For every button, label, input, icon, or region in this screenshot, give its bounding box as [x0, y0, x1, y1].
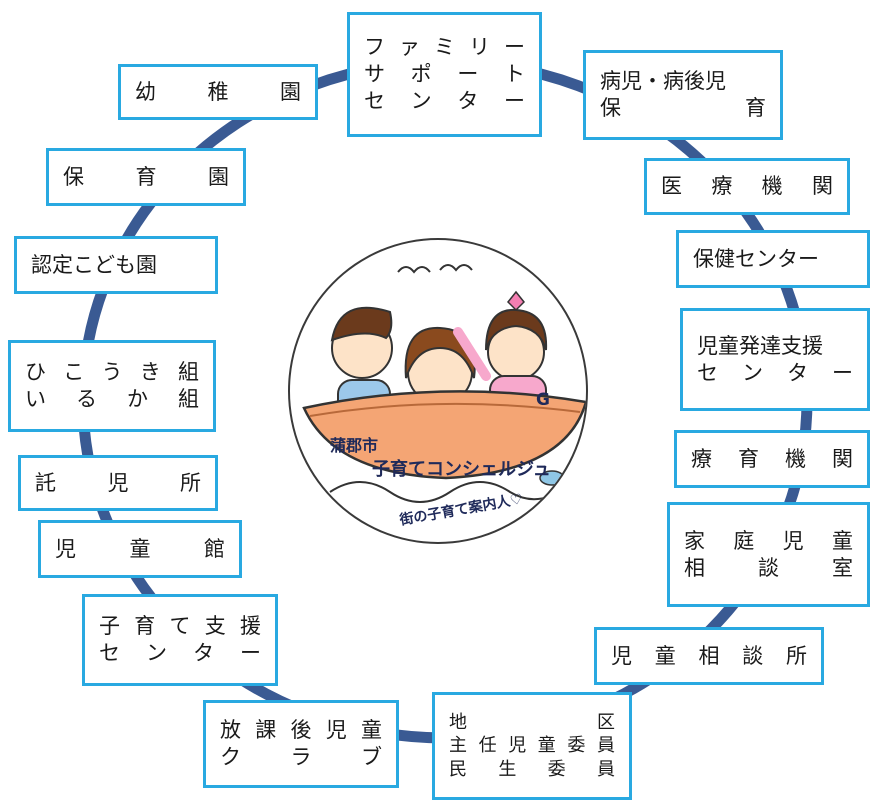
node-line: 幼稚園	[135, 79, 301, 104]
node-hikouki-iruka-groups: ひこうき組 いるか組	[8, 340, 216, 432]
node-child-development-support-center: 児童発達支援 センター	[680, 308, 870, 411]
node-line: 保育	[600, 96, 766, 120]
node-line: 児童相談所	[611, 643, 807, 668]
node-daycare-facility: 託児所	[18, 455, 218, 511]
node-line: サポート	[364, 62, 525, 87]
node-line: センター	[697, 360, 853, 385]
node-nursery-school: 保育園	[46, 148, 246, 206]
node-line: 子育て支援	[99, 614, 261, 639]
node-medical-institution: 医療機関	[644, 158, 850, 215]
logo-subtitle: 子育てコンシェルジュ	[372, 459, 551, 480]
node-line: 保育園	[63, 164, 229, 189]
node-line: 病児・病後児	[600, 69, 726, 94]
node-childrens-hall: 児童館	[38, 520, 242, 578]
node-line: 児童発達支援	[697, 333, 823, 358]
node-line: 医療機関	[661, 174, 833, 199]
node-kindergarten: 幼稚園	[118, 64, 318, 120]
node-certified-kodomoen: 認定こども園	[14, 236, 218, 294]
node-sick-child-care: 病児・病後児 保育	[583, 50, 783, 140]
node-line: 相談室	[684, 555, 853, 580]
logo-title: 蒲郡市	[330, 436, 379, 455]
node-line: 民生委員	[449, 758, 615, 780]
node-line: 児童館	[55, 536, 225, 561]
node-family-support-center: ファミリー サポート センター	[347, 12, 542, 137]
node-line: 保健センター	[693, 246, 819, 271]
node-line: 家庭児童	[684, 528, 853, 553]
node-after-school-club: 放課後児童 クラブ	[203, 700, 399, 788]
node-line: ファミリー	[364, 35, 525, 60]
node-line: センター	[99, 641, 261, 665]
node-line: 託児所	[35, 470, 201, 495]
logo-illustration	[302, 264, 586, 503]
node-line: いるか組	[25, 387, 199, 411]
node-therapy-institution: 療育機関	[674, 430, 870, 488]
node-line: 主任児童委員	[449, 735, 615, 757]
node-child-guidance-center: 児童相談所	[594, 627, 824, 685]
node-line: ひこうき組	[25, 360, 199, 385]
concierge-logo: 蒲郡市 子育てコンシェルジュ G 街の子育て案内人♡	[288, 238, 588, 544]
node-line: センター	[364, 88, 525, 113]
node-line: 療育機関	[691, 446, 853, 471]
node-district-commissioners: 地区 主任児童委員 民生委員	[432, 692, 632, 800]
node-health-center: 保健センター	[676, 230, 870, 288]
node-line: 地区	[449, 712, 615, 734]
node-line: クラブ	[220, 745, 382, 769]
node-childcare-support-center: 子育て支援 センター	[82, 594, 278, 686]
node-family-child-consultation-room: 家庭児童 相談室	[667, 502, 870, 607]
logo-badge: G	[536, 390, 550, 410]
node-line: 放課後児童	[220, 718, 382, 743]
node-line: 認定こども園	[31, 252, 157, 277]
